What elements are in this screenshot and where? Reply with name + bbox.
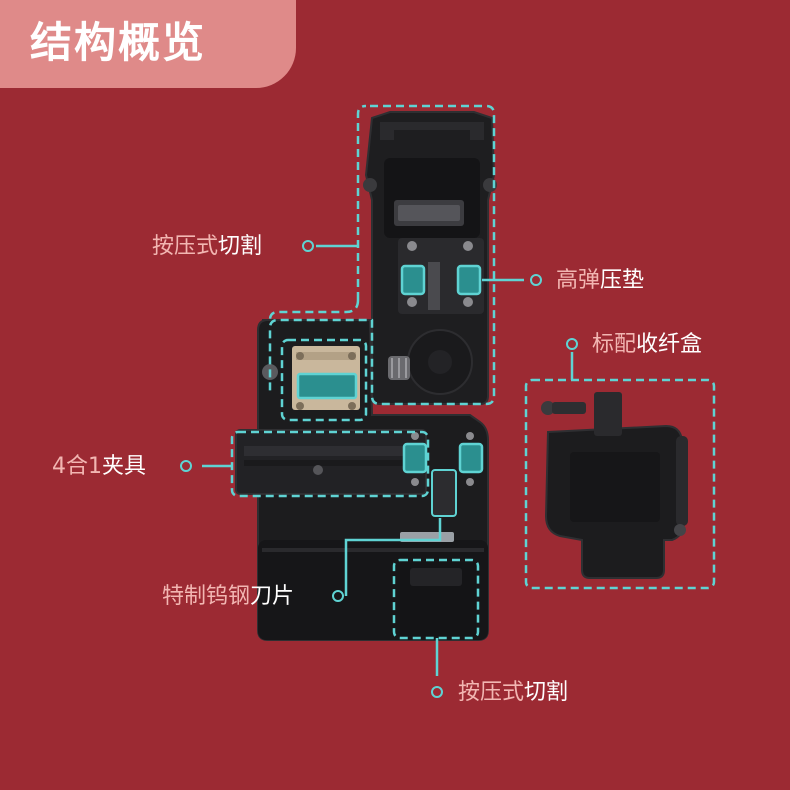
marker-dot-press-cut-bottom bbox=[431, 686, 443, 698]
label-standard-box: 标配收纤盒 bbox=[592, 332, 702, 358]
label-pad-pink: 高弹 bbox=[556, 268, 601, 293]
label-press-cut-top-white: 切割 bbox=[218, 234, 263, 259]
label-blade-pink: 特制钨钢 bbox=[162, 584, 251, 609]
marker-dot-blade bbox=[332, 590, 344, 602]
label-box-white: 收纤盒 bbox=[636, 332, 703, 357]
blade-mount bbox=[431, 469, 457, 517]
marker-dot-box bbox=[566, 338, 578, 350]
label-box-pink: 标配 bbox=[592, 332, 637, 357]
label-clamp: 4合1夹具 bbox=[52, 454, 146, 480]
marker-dot-pad bbox=[530, 274, 542, 286]
marker-dot-press-cut-top bbox=[302, 240, 314, 252]
label-press-cut-bottom-white: 切割 bbox=[524, 680, 569, 705]
label-press-cut-bottom-pink: 按压式 bbox=[458, 680, 525, 705]
outline-holder bbox=[230, 430, 430, 498]
label-clamp-pink: 4合1 bbox=[52, 454, 102, 479]
lower-pad-left bbox=[402, 442, 428, 474]
pad-right bbox=[456, 264, 482, 296]
header-tab: 结构概览 bbox=[0, 0, 296, 88]
lower-pad-right bbox=[458, 442, 484, 474]
page-title: 结构概览 bbox=[30, 18, 207, 67]
pad-left bbox=[400, 264, 426, 296]
fiber-scrap-box bbox=[541, 392, 688, 579]
label-blade: 特制钨钢刀片 bbox=[162, 584, 294, 610]
label-blade-white: 刀片 bbox=[250, 584, 295, 609]
outline-press-cut-top bbox=[268, 104, 496, 406]
label-press-cut-bottom: 按压式切割 bbox=[458, 680, 568, 706]
label-high-elastic-pad: 高弹压垫 bbox=[556, 268, 644, 294]
label-press-cut-top-pink: 按压式 bbox=[152, 234, 219, 259]
marker-dot-clamp bbox=[180, 460, 192, 472]
label-press-cut-top: 按压式切割 bbox=[152, 234, 262, 260]
label-pad-white: 压垫 bbox=[600, 268, 645, 293]
lid-handle bbox=[380, 122, 484, 140]
clamp-window bbox=[296, 372, 358, 400]
label-clamp-white: 夹具 bbox=[102, 454, 147, 479]
outline-clamp bbox=[280, 338, 368, 422]
